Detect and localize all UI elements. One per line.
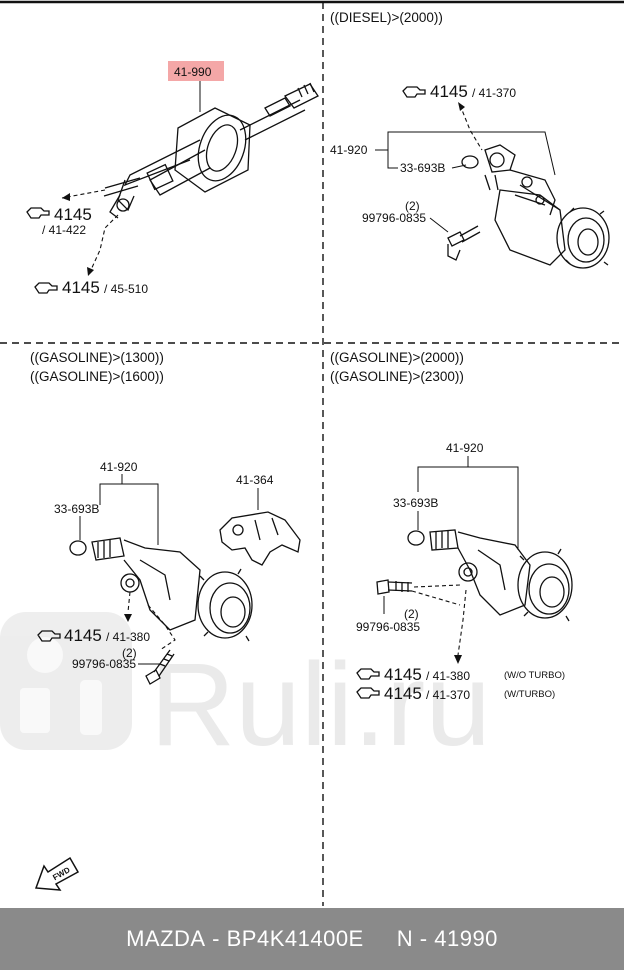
- slave-cylinder-drawing: [407, 529, 573, 622]
- reference-hand-icon: [26, 207, 50, 219]
- ref-note: (W/O TURBO): [504, 670, 565, 681]
- panel-top-left: 41-990 4145 / 41-422 4145 / 45-: [26, 61, 319, 297]
- part-label-33-693b[interactable]: 33-693B: [393, 496, 438, 510]
- footer-sep: -: [205, 926, 227, 951]
- part-label-bolt[interactable]: 99796-0835: [362, 211, 426, 225]
- part-label-41-364[interactable]: 41-364: [236, 473, 274, 487]
- watermark: Ruli.ru: [0, 612, 491, 771]
- ref-note: (W/TURBO): [504, 689, 555, 700]
- ref-sub-label[interactable]: / 41-370: [472, 86, 516, 100]
- condition-label: ((GASOLINE)>(1300)): [30, 350, 164, 365]
- ref-number[interactable]: 4145: [384, 665, 422, 684]
- slave-cylinder-drawing: [447, 144, 610, 269]
- ref-sub-label[interactable]: / 41-380: [106, 630, 150, 644]
- bolt-drawing: [376, 579, 413, 595]
- watermark-text: Ruli.ru: [150, 639, 491, 771]
- ref-number[interactable]: 4145: [430, 82, 468, 101]
- footer-part-number[interactable]: BP4K41400E: [226, 926, 364, 951]
- bracket-drawing: [219, 511, 301, 566]
- qty-label: (2): [405, 199, 420, 213]
- qty-label: (2): [122, 646, 137, 660]
- condition-label: ((GASOLINE)>(2300)): [330, 369, 464, 384]
- panel-bottom-left: ((GASOLINE)>(1300)) ((GASOLINE)>(1600)) …: [30, 350, 301, 685]
- condition-label: ((GASOLINE)>(2000)): [330, 350, 464, 365]
- bolt-drawing: [145, 649, 175, 685]
- clutch-master-cylinder-drawing: [103, 82, 319, 219]
- qty-label: (2): [404, 607, 419, 621]
- footer-brand: MAZDA: [126, 926, 206, 951]
- footer-bar: MAZDA - BP4K41400E N - 41990: [0, 908, 624, 970]
- panel-top-right: ((DIESEL)>(2000)) 4145 / 41-370 41-920 3…: [330, 10, 610, 269]
- footer-ref-number: N - 41990: [396, 926, 498, 951]
- part-label-bolt[interactable]: 99796-0835: [72, 657, 136, 671]
- reference-hand-icon: [402, 86, 426, 98]
- ref-sub-label[interactable]: / 41-380: [426, 669, 470, 683]
- panel-bottom-right: ((GASOLINE)>(2000)) ((GASOLINE)>(2300)) …: [330, 350, 573, 703]
- part-label-41-920[interactable]: 41-920: [330, 143, 368, 157]
- footer-gap: [364, 926, 397, 952]
- ref-number[interactable]: 4145: [54, 205, 92, 224]
- ref-sub-label[interactable]: / 45-510: [104, 282, 148, 296]
- reference-hand-icon: [34, 282, 58, 294]
- ref-number[interactable]: 4145: [64, 626, 102, 645]
- slave-cylinder-drawing: [69, 537, 253, 642]
- condition-label: ((GASOLINE)>(1600)): [30, 369, 164, 384]
- part-label-33-693b[interactable]: 33-693B: [54, 502, 99, 516]
- ref-number[interactable]: 4145: [384, 684, 422, 703]
- condition-label: ((DIESEL)>(2000)): [330, 10, 443, 25]
- part-label-bolt[interactable]: 99796-0835: [356, 620, 420, 634]
- fwd-arrow-icon: FWD: [34, 856, 80, 891]
- ref-number[interactable]: 4145: [62, 278, 100, 297]
- part-label-41-990[interactable]: 41-990: [174, 65, 212, 79]
- part-label-41-920[interactable]: 41-920: [100, 460, 138, 474]
- highlight-box: [168, 61, 224, 81]
- part-label-41-920[interactable]: 41-920: [446, 441, 484, 455]
- ref-sub-label[interactable]: / 41-422: [42, 223, 86, 237]
- ref-sub-label[interactable]: / 41-370: [426, 688, 470, 702]
- part-label-33-693b[interactable]: 33-693B: [400, 161, 445, 175]
- parts-diagram: Ruli.ru 41-990 4: [0, 0, 624, 906]
